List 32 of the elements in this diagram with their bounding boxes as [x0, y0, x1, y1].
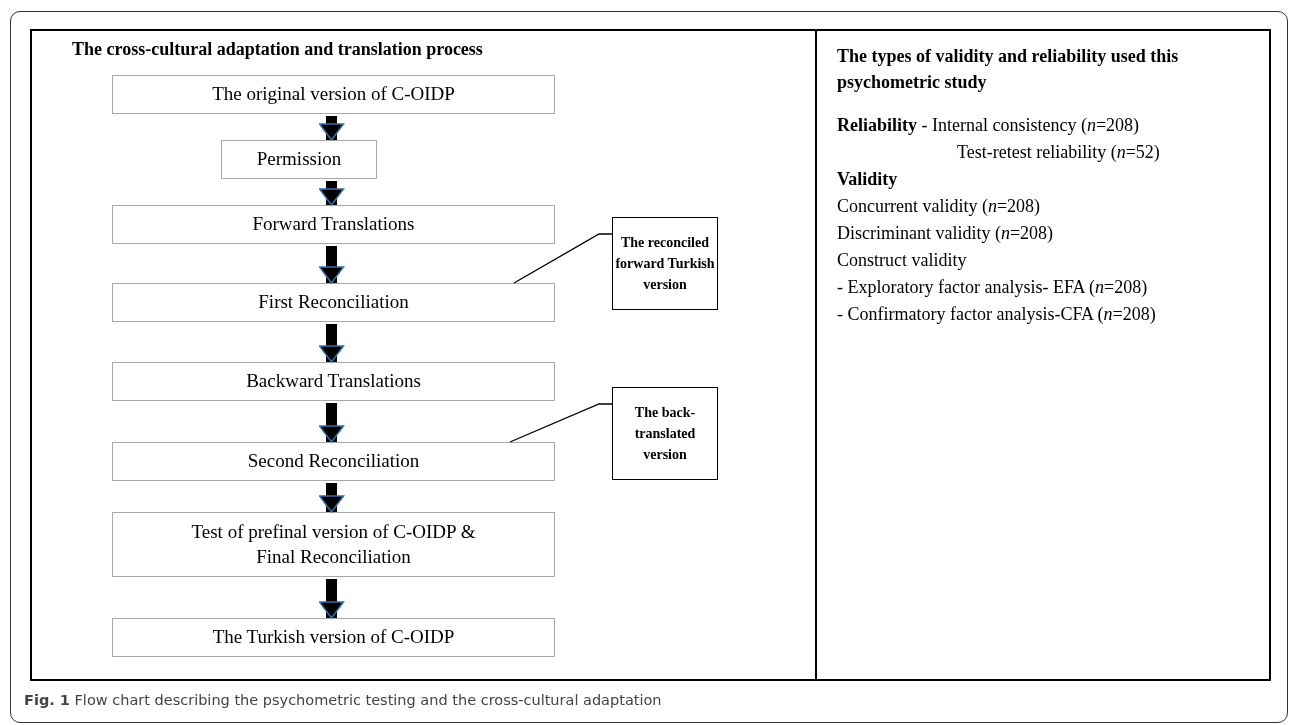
list-item: Discriminant validity (n=208) [837, 223, 1054, 244]
process-box: Forward Translations [112, 205, 555, 244]
down-arrow [318, 181, 345, 206]
list-item: Test-retest reliability (n=52) [957, 142, 1160, 163]
down-arrow [318, 116, 345, 141]
down-arrow [318, 403, 345, 443]
process-box: First Reconciliation [112, 283, 555, 322]
down-arrow [318, 579, 345, 619]
process-box: The original version of C-OIDP [112, 75, 555, 114]
down-arrow [318, 246, 345, 284]
panel-heading: The types of validity and reliability used this psychometric study [837, 45, 1180, 95]
panel-heading: The cross-cultural adaptation and translation process [72, 39, 483, 60]
list-item: Construct validity [837, 250, 967, 271]
callout-box: The back-translated version [612, 387, 718, 480]
process-box: Second Reconciliation [112, 442, 555, 481]
measures-panel [815, 29, 1271, 681]
process-box: Test of prefinal version of C-OIDP & Final Reconciliation [112, 512, 555, 577]
figure-caption: Fig. 1 Flow chart describing the psychometric testing and the cross-cultural adaptation [24, 692, 662, 708]
process-box: The Turkish version of C-OIDP [112, 618, 555, 657]
list-item: - Exploratory factor analysis- EFA (n=208) [837, 277, 1148, 298]
section-heading: Validity [837, 169, 898, 190]
list-item: - Confirmatory factor analysis-CFA (n=208) [837, 304, 1156, 325]
list-item: Concurrent validity (n=208) [837, 196, 1041, 217]
list-item: Reliability - Internal consistency (n=208) [837, 115, 1140, 136]
callout-box: The reconciled forward Turkish version [612, 217, 718, 310]
flowchart-panel [30, 29, 817, 681]
process-box: Backward Translations [112, 362, 555, 401]
down-arrow [318, 324, 345, 363]
leader-line [509, 403, 613, 443]
process-box: Permission [221, 140, 377, 179]
down-arrow [318, 483, 345, 513]
leader-line [513, 233, 613, 284]
